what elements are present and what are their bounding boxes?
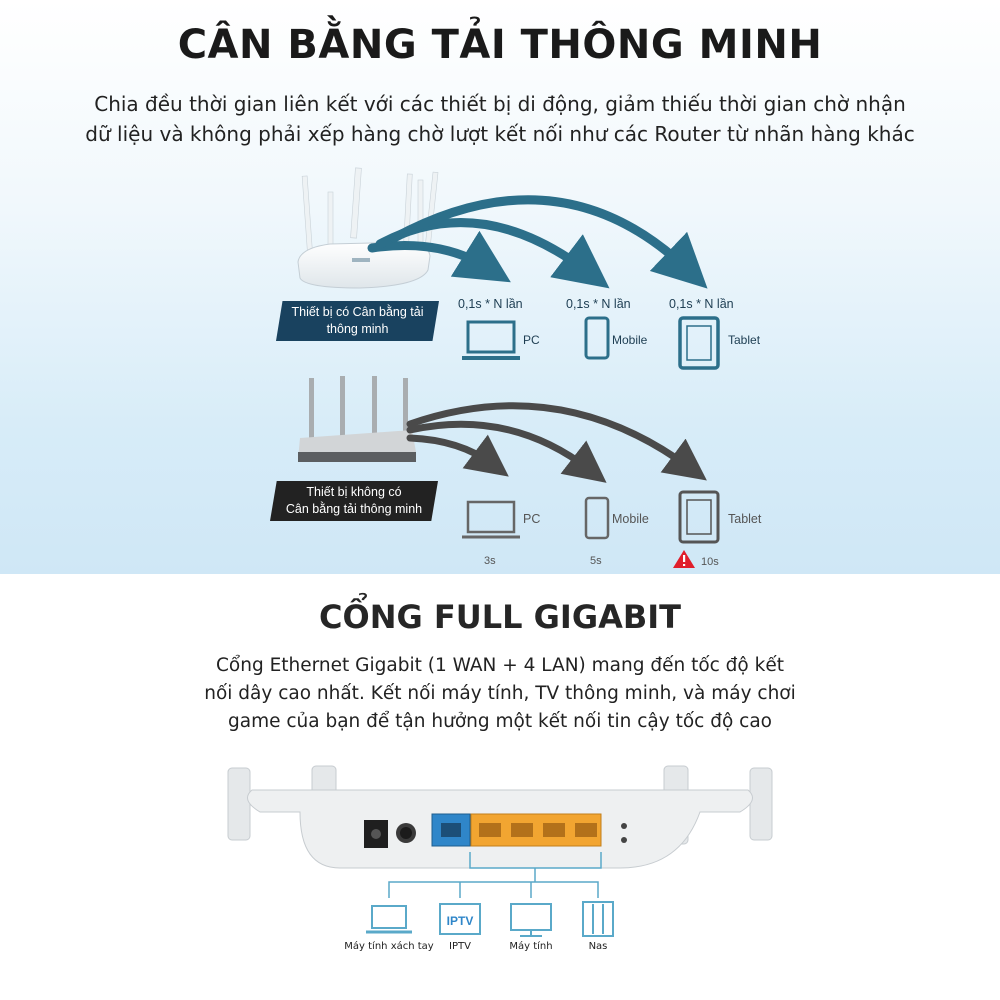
smart-load-balancing-section [0, 0, 1000, 574]
plain-time-mobile: 5s [590, 555, 602, 567]
plain-arrows [406, 402, 707, 483]
section-desc-gigabit: Cổng Ethernet Gigabit (1 WAN + 4 LAN) ma… [204, 655, 796, 732]
smart-time-mobile: 0,1s * N lần [566, 297, 631, 311]
plain-time-tablet: 10s [701, 556, 719, 568]
device-caption-laptop: Máy tính xách tay [344, 941, 434, 952]
desktop-icon [510, 903, 552, 937]
nas-icon [582, 901, 614, 937]
tablet-icon [678, 316, 720, 370]
laptop-icon [366, 905, 412, 934]
smart-time-tablet: 0,1s * N lần [669, 297, 734, 311]
smart-device-mobile: Mobile [612, 333, 648, 347]
plain-device-pc: PC [523, 512, 541, 526]
plain-device-label: Thiết bị không có Cân bằng tải thông min… [270, 481, 438, 521]
smart-time-pc: 0,1s * N lần [458, 297, 523, 311]
laptop-icon [462, 320, 520, 360]
plain-device-tablet: Tablet [728, 512, 762, 526]
laptop-icon [462, 500, 520, 539]
device-caption-nas: Nas [588, 941, 608, 952]
section-title-load-balancing: CÂN BẰNG TẢI THÔNG MINH [177, 22, 823, 68]
warning-icon [673, 550, 695, 568]
mobile-icon [584, 316, 610, 360]
smart-arrows [367, 195, 708, 289]
smart-device-pc: PC [523, 333, 540, 347]
smart-device-label: Thiết bị có Cân bằng tải thông minh [276, 301, 439, 341]
smart-device-tablet: Tablet [728, 333, 761, 347]
mobile-icon [584, 496, 610, 540]
device-caption-desktop: Máy tính [509, 941, 553, 952]
device-caption-iptv: IPTV [449, 941, 471, 952]
section-title-gigabit: CỔNG FULL GIGABIT [319, 598, 681, 636]
plain-device-mobile: Mobile [612, 512, 649, 526]
tablet-icon [678, 490, 720, 544]
plain-time-pc: 3s [484, 555, 496, 567]
router-back-image [227, 765, 773, 869]
plain-router-image [298, 376, 416, 462]
iptv-icon: IPTV [439, 903, 481, 935]
gigabit-section [0, 574, 1000, 1000]
connection-lines [388, 852, 602, 898]
svg-text:IPTV: IPTV [447, 914, 474, 928]
section-subtitle-load-balancing: Chia đều thời gian liên kết với các thiế… [85, 92, 915, 146]
